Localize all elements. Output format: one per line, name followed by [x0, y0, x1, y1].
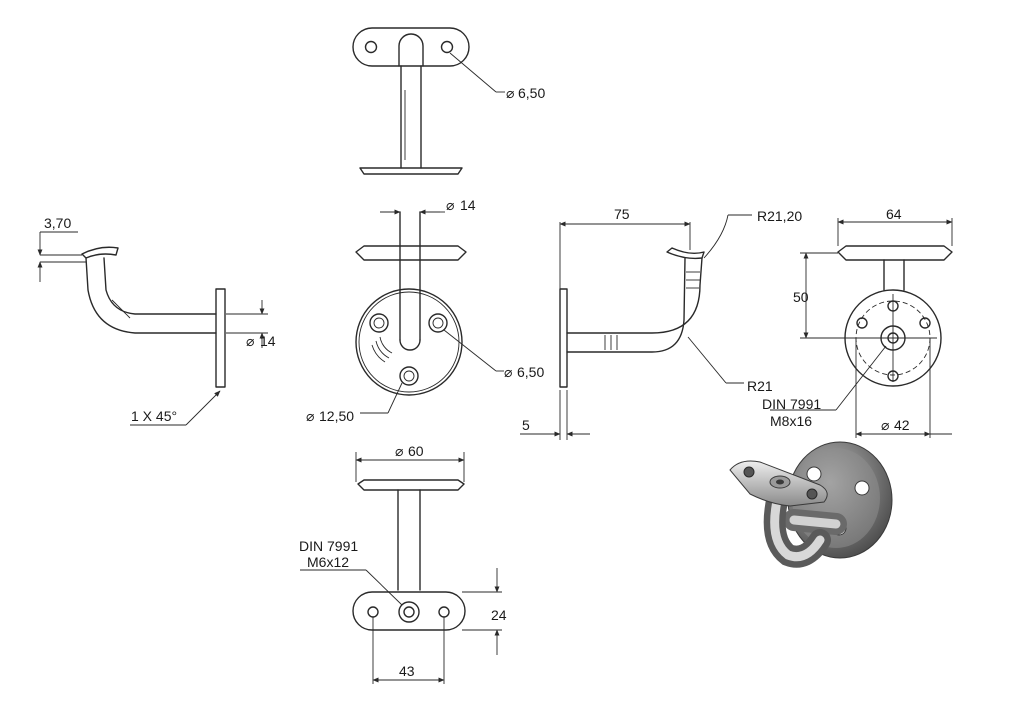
dim-saddle-width: 64 [886, 206, 902, 222]
dim-bolt-circle-value: 42 [894, 417, 910, 433]
top-view [352, 27, 505, 175]
dim-height: 50 [793, 289, 809, 305]
dim-hole-top-value: 6,50 [518, 85, 545, 101]
dim-hole-front-symbol: ⌀ [504, 365, 513, 381]
dim-center-hole-value: 12,50 [319, 408, 354, 424]
dim-tube-side-symbol: ⌀ [246, 334, 255, 350]
dim-plate-thickness: 3,70 [44, 215, 71, 231]
callout-screw-bottom-line1: DIN 7991 [299, 538, 358, 554]
dim-tube-front-value: 14 [460, 197, 476, 213]
dim-base-diameter-value: 60 [408, 443, 424, 459]
dim-hole-front-value: 6,50 [517, 364, 544, 380]
dim-bolt-circle-symbol: ⌀ [881, 418, 890, 434]
dim-tube-front-symbol: ⌀ [446, 198, 455, 214]
left-side-view [37, 231, 268, 426]
callout-screw-top-line2: M8x16 [770, 413, 812, 429]
rear-view [770, 218, 953, 438]
dim-saddle-length: 24 [491, 607, 507, 623]
render-3d [729, 441, 893, 568]
dim-radius-top: R21,20 [757, 208, 802, 224]
callout-screw-bottom-line2: M6x12 [307, 554, 349, 570]
dim-hole-top-symbol: ⌀ [506, 86, 515, 102]
dim-base-diameter-symbol: ⌀ [395, 444, 404, 460]
dim-center-hole-symbol: ⌀ [306, 409, 315, 425]
callout-screw-top-line1: DIN 7991 [762, 396, 821, 412]
dim-hole-spacing: 43 [399, 663, 415, 679]
dim-base-thickness: 5 [522, 417, 530, 433]
dim-radius-bend: R21 [747, 378, 773, 394]
front-view [355, 209, 504, 414]
bottom-view [300, 452, 502, 684]
dim-chamfer: 1 X 45° [131, 408, 177, 424]
dim-tube-side-value: 14 [260, 333, 276, 349]
dim-length: 75 [614, 206, 630, 222]
right-side-view [520, 214, 752, 440]
